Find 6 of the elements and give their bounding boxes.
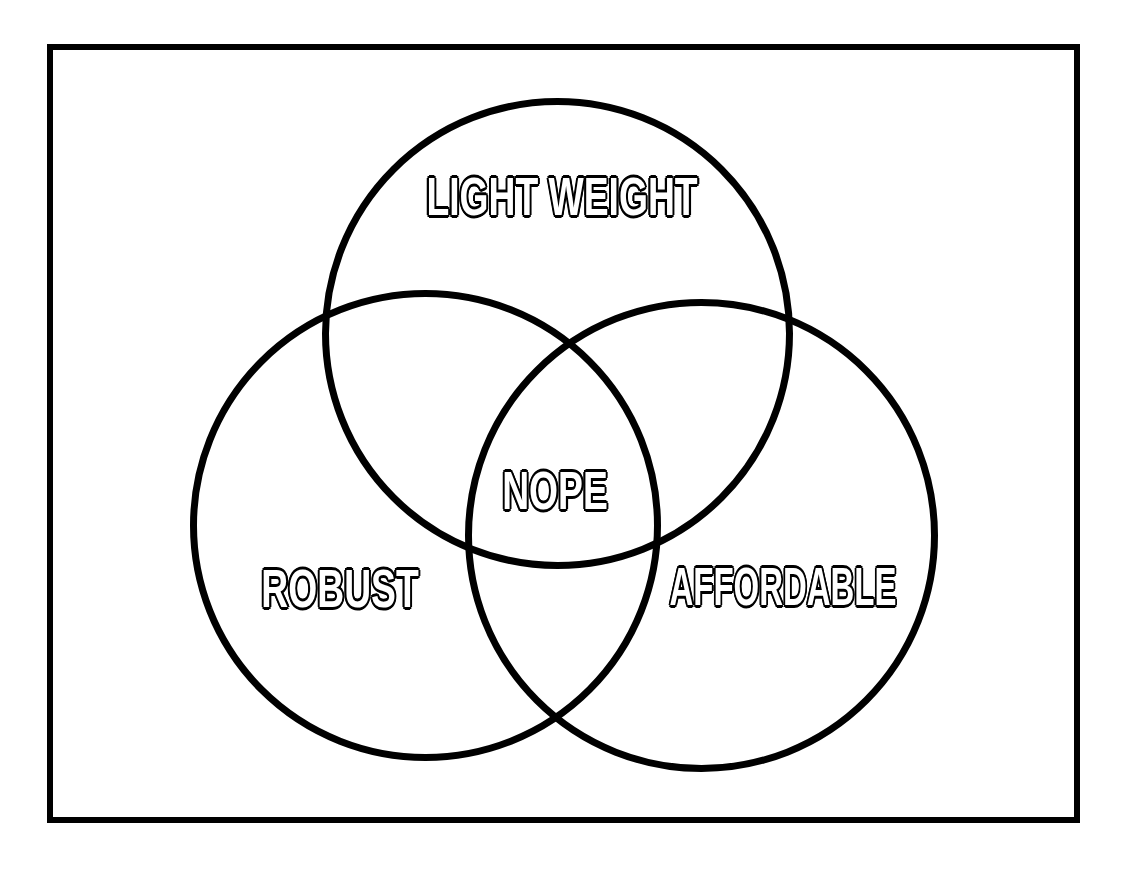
set-label: LIGHT WEIGHT xyxy=(426,169,698,223)
overlap-label: NOPE xyxy=(502,463,608,517)
venn-circle xyxy=(464,298,938,772)
set-label: AFFORDABLE xyxy=(669,559,897,613)
set-label: ROBUST xyxy=(261,561,419,615)
venn-circle xyxy=(189,289,661,761)
